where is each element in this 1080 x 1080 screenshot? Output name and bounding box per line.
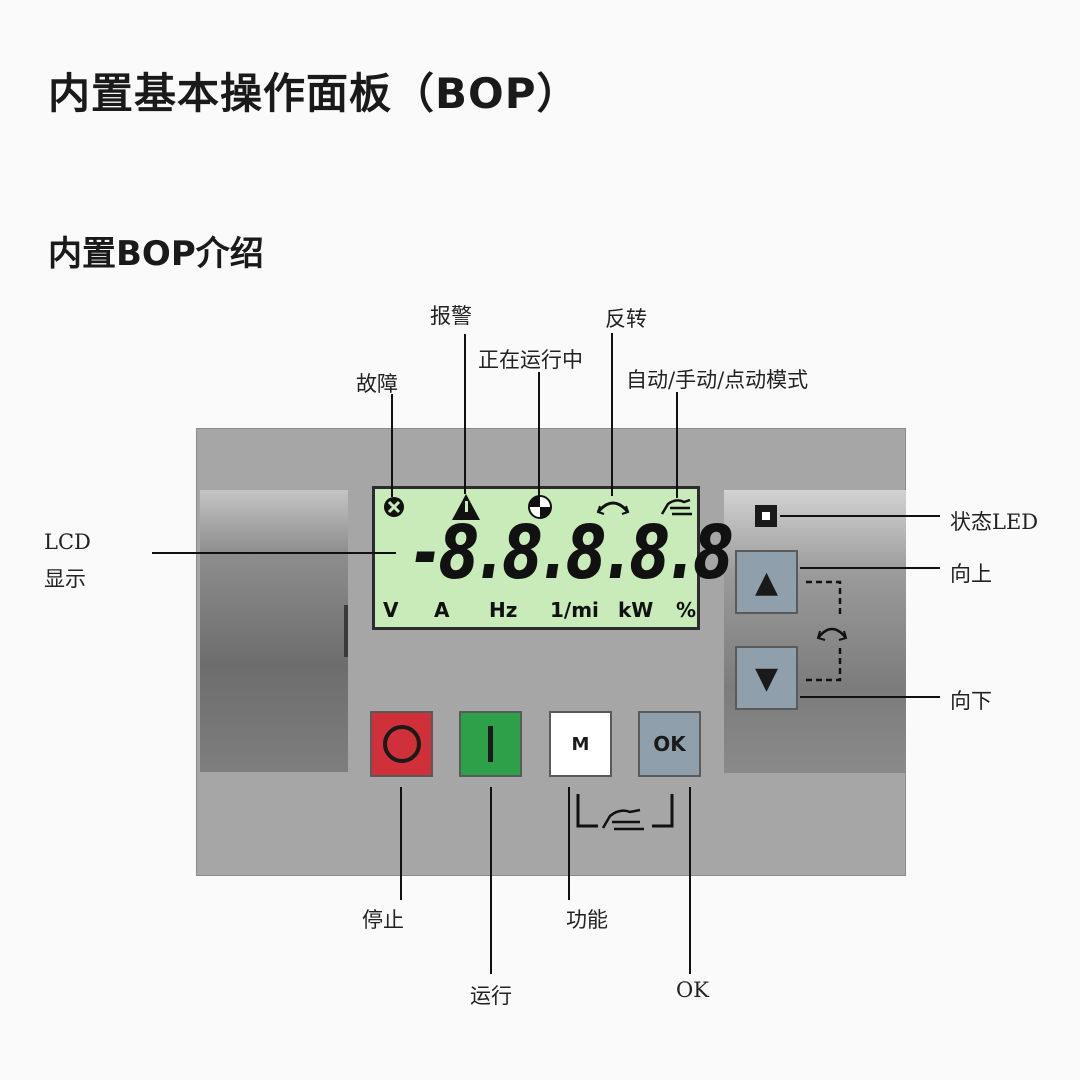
left-bezel-edge	[344, 605, 348, 657]
m-ok-combo-bracket	[576, 794, 674, 831]
callout-fault: 故障	[356, 372, 398, 396]
callout-down: 向下	[950, 689, 992, 713]
lcd-unit-rpm: 1/mi	[550, 598, 599, 622]
callout-status-led: 状态LED	[950, 510, 1039, 534]
lcd-unit-percent: %	[676, 598, 697, 622]
callout-mode: 自动/手动/点动模式	[626, 368, 809, 392]
run-bar-icon	[488, 726, 493, 762]
lcd-unit-v: V	[383, 598, 399, 622]
stop-ring-icon	[383, 725, 421, 763]
status-led-window	[762, 512, 770, 520]
running-icon	[528, 495, 552, 519]
callout-up: 向上	[950, 562, 992, 586]
ok-button[interactable]: OK	[638, 711, 701, 777]
callout-function: 功能	[566, 908, 608, 932]
lcd-unit-a: A	[434, 598, 450, 622]
run-button[interactable]	[459, 711, 522, 777]
lcd-unit-kw: kW	[618, 598, 654, 622]
section-subtitle: 内置BOP介绍	[48, 234, 264, 274]
callout-stop: 停止	[362, 908, 404, 932]
callout-lcd: LCD	[44, 530, 91, 554]
callout-ok: OK	[676, 978, 709, 1002]
callout-lcd-display: 显示	[44, 567, 86, 591]
fault-icon	[384, 497, 404, 517]
up-button[interactable]: ▲	[735, 550, 798, 614]
hand-mode-icon	[660, 498, 692, 516]
reverse-icon	[596, 501, 630, 515]
updown-combo-bracket	[806, 580, 848, 682]
down-button[interactable]: ▼	[735, 646, 798, 710]
lcd-digits: -8.8.8.8.8	[414, 510, 735, 596]
alarm-icon	[452, 494, 480, 520]
page-title: 内置基本操作面板（BOP）	[48, 69, 580, 118]
callout-reverse: 反转	[605, 307, 647, 331]
callout-running: 正在运行中	[478, 348, 583, 372]
left-bezel	[200, 490, 348, 772]
stop-button[interactable]	[370, 711, 433, 777]
right-bezel	[724, 490, 906, 773]
callout-alarm: 报警	[430, 304, 472, 328]
callout-run: 运行	[470, 984, 512, 1008]
lcd-unit-hz: Hz	[489, 598, 518, 622]
m-function-button[interactable]: M	[549, 711, 612, 777]
